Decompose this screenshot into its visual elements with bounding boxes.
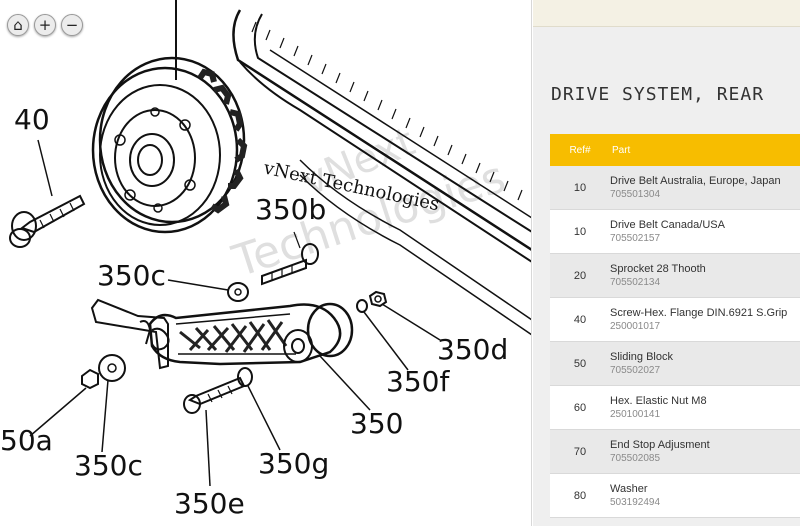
part-number: 503192494	[610, 497, 661, 508]
row-part: Washer 503192494	[610, 482, 660, 509]
washer-350f-drawing	[356, 299, 409, 371]
part-name: Hex. Elastic Nut M8	[610, 395, 707, 407]
page-title: DRIVE SYSTEM, REAR	[551, 84, 765, 105]
nut-50a-drawing	[29, 368, 99, 437]
part-number: 705502134	[610, 277, 661, 288]
part-number: 705502157	[610, 233, 661, 244]
row-ref: 40	[573, 313, 587, 326]
screw-40-drawing	[9, 139, 86, 248]
washer-350g-drawing	[237, 367, 281, 451]
home-icon[interactable]: ⌂	[7, 14, 29, 36]
screw-350e-drawing	[183, 376, 246, 487]
table-row[interactable]: 50 Sliding Block 705502027	[550, 342, 800, 386]
part-number: 705501304	[610, 189, 661, 200]
callout-350b[interactable]: 350b	[255, 193, 327, 226]
washer-350c-bottom-drawing	[98, 354, 126, 453]
parts-table: Ref# Part 10 Drive Belt Australia, Europ…	[550, 134, 800, 518]
part-number: 250100141	[610, 409, 661, 420]
part-name: Drive Belt Canada/USA	[610, 219, 725, 231]
part-number: 705502027	[610, 365, 661, 376]
row-part: Screw-Hex. Flange DIN.6921 S.Grip 250001…	[610, 306, 787, 333]
zoom-in-icon[interactable]: +	[34, 14, 56, 36]
row-part: Drive Belt Canada/USA 705502157	[610, 218, 725, 245]
zoom-out-icon[interactable]: −	[61, 14, 83, 36]
washer-350c-top-drawing	[167, 279, 249, 302]
callout-350e[interactable]: 350e	[174, 487, 245, 520]
zoom-controls: ⌂ + −	[7, 14, 83, 36]
row-part: Sprocket 28 Thooth 705502134	[610, 262, 706, 289]
table-header: Ref# Part	[550, 134, 800, 166]
callout-350c-top[interactable]: 350c	[97, 259, 166, 292]
table-row[interactable]: 40 Screw-Hex. Flange DIN.6921 S.Grip 250…	[550, 298, 800, 342]
row-part: Hex. Elastic Nut M8 250100141	[610, 394, 707, 421]
table-row[interactable]: 10 Drive Belt Australia, Europe, Japan 7…	[550, 166, 800, 210]
callout-350d[interactable]: 350d	[437, 333, 509, 366]
part-name: Screw-Hex. Flange DIN.6921 S.Grip	[610, 307, 788, 319]
table-row[interactable]: 20 Sprocket 28 Thooth 705502134	[550, 254, 800, 298]
nut-350d-drawing	[368, 290, 441, 341]
tensioner-arm-drawing	[90, 298, 354, 370]
row-part: Sliding Block 705502027	[610, 350, 673, 377]
part-name: Washer	[610, 483, 648, 495]
row-ref: 80	[573, 489, 587, 502]
callout-350f[interactable]: 350f	[386, 365, 450, 398]
row-ref: 10	[573, 225, 587, 238]
row-ref: 50	[573, 357, 587, 370]
table-row[interactable]: 60 Hex. Elastic Nut M8 250100141	[550, 386, 800, 430]
row-ref: 20	[573, 269, 587, 282]
part-name: Sliding Block	[610, 351, 673, 363]
callout-40[interactable]: 40	[14, 103, 50, 136]
parts-list-panel: DRIVE SYSTEM, REAR Ref# Part 10 Drive Be…	[533, 0, 800, 526]
part-name: Drive Belt Australia, Europe, Japan	[610, 175, 781, 187]
exploded-view-drawing	[9, 0, 531, 487]
part-number: 705502085	[610, 453, 661, 464]
table-row[interactable]: 10 Drive Belt Canada/USA 705502157	[550, 210, 800, 254]
part-name: End Stop Adjusment	[610, 439, 710, 451]
callout-350g[interactable]: 350g	[258, 447, 330, 480]
row-ref: 70	[573, 445, 587, 458]
row-part: Drive Belt Australia, Europe, Japan 7055…	[610, 174, 781, 201]
screw-350b-drawing	[261, 231, 319, 286]
table-row[interactable]: 80 Washer 503192494	[550, 474, 800, 518]
row-ref: 10	[573, 181, 587, 194]
callout-350[interactable]: 350	[350, 407, 404, 440]
drive-belt-drawing	[232, 9, 531, 336]
part-number: 250001017	[610, 321, 661, 332]
column-header-part: Part	[612, 144, 631, 156]
sprocket-drawing	[91, 56, 248, 234]
row-part: End Stop Adjusment 705502085	[610, 438, 710, 465]
part-name: Sprocket 28 Thooth	[610, 263, 706, 275]
callout-350c-bottom[interactable]: 350c	[74, 449, 143, 482]
callout-50a[interactable]: 50a	[0, 424, 53, 457]
parts-diagram[interactable]: ⌂ + − vNext vNext Technologies Technolog…	[0, 0, 532, 526]
row-ref: 60	[573, 401, 587, 414]
table-row[interactable]: 70 End Stop Adjusment 705502085	[550, 430, 800, 474]
column-header-ref: Ref#	[569, 144, 591, 156]
top-strip	[533, 0, 800, 27]
